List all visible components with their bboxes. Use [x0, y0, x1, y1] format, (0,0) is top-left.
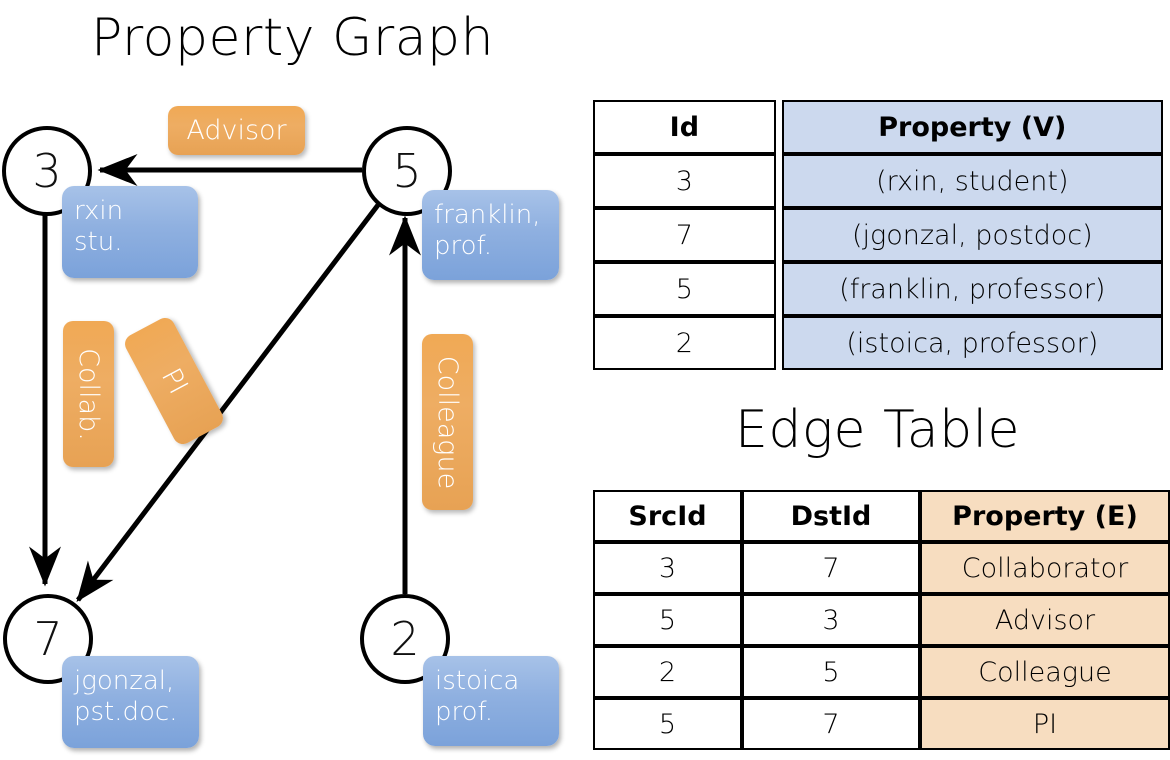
column-gap	[775, 208, 782, 262]
column-gap	[775, 100, 782, 154]
node-5-label: 5	[392, 144, 422, 198]
table-row: 5 7 PI	[593, 698, 1170, 750]
vertex-property-cell: (rxin, student)	[781, 154, 1163, 208]
table-row: 2 5 Colleague	[593, 646, 1170, 698]
edge-property-cell: Advisor	[920, 594, 1170, 646]
edge-dst-cell: 3	[742, 594, 920, 646]
vertex-property-box-franklin: franklin, prof.	[422, 190, 559, 280]
edge-label-advisor-text: Advisor	[186, 115, 287, 146]
vertex-id-cell: 2	[593, 316, 776, 370]
vertex-property-box-jgonzal: jgonzal, pst.doc.	[62, 656, 199, 748]
column-gap	[775, 154, 782, 208]
vertex-property-cell: (franklin, professor)	[781, 262, 1163, 316]
page-title-edge-table: Edge Table	[734, 400, 1021, 460]
edge-property-cell: Collaborator	[920, 542, 1170, 594]
edge-src-cell: 2	[593, 646, 742, 698]
vertex-table-header-property: Property (V)	[781, 100, 1163, 154]
vertex-box-line1: rxin	[74, 196, 124, 226]
edge-table-header-srcid: SrcId	[593, 490, 742, 542]
vertex-table-header-id: Id	[593, 100, 776, 154]
edge-label-pi-text: PI	[154, 363, 194, 399]
vertex-property-cell: (jgonzal, postdoc)	[781, 208, 1163, 262]
vertex-box-line1: istoica	[435, 666, 520, 696]
graph-edges-svg	[29, 154, 421, 602]
edge-table-header-property: Property (E)	[920, 490, 1170, 542]
column-gap	[775, 262, 782, 316]
vertex-id-cell: 7	[593, 208, 776, 262]
edge-src-cell: 5	[593, 594, 742, 646]
edge-label-colleague-text: Colleague	[432, 355, 463, 489]
table-row: 2 (istoica, professor)	[593, 316, 1163, 370]
vertex-property-cell: (istoica, professor)	[781, 316, 1163, 370]
page-title-property-graph: Property Graph	[90, 8, 495, 68]
table-row: 7 (jgonzal, postdoc)	[593, 208, 1163, 262]
vertex-box-line2: prof.	[435, 696, 494, 727]
edge-table: SrcId DstId Property (E) 3 7 Collaborato…	[593, 490, 1170, 750]
table-row: 3 (rxin, student)	[593, 154, 1163, 208]
edge-dst-cell: 7	[742, 542, 920, 594]
node-3-label: 3	[32, 144, 62, 198]
node-7-label: 7	[33, 612, 63, 666]
vertex-box-line1: jgonzal,	[74, 666, 175, 696]
vertex-table-header-row: Id Property (V)	[593, 100, 1163, 154]
edge-5-to-7	[76, 203, 380, 602]
edge-table-panel: Edge Table	[585, 395, 1170, 760]
edge-label-collab-text: Collab.	[73, 347, 104, 441]
vertex-property-box-istoica: istoica prof.	[423, 656, 559, 746]
edge-label-advisor: Advisor	[168, 106, 305, 155]
vertex-id-cell: 3	[593, 154, 776, 208]
edge-dst-cell: 5	[742, 646, 920, 698]
vertex-property-box-rxin: rxin stu.	[62, 186, 198, 278]
edge-table-header-row: SrcId DstId Property (E)	[593, 490, 1170, 542]
vertex-box-line2: prof.	[434, 230, 493, 261]
property-graph-panel: Property Graph 3 5 7 2	[2, 8, 559, 748]
vertex-box-line2: stu.	[74, 226, 123, 257]
node-2[interactable]: 2	[360, 594, 450, 684]
table-row: 3 7 Collaborator	[593, 542, 1170, 594]
column-gap	[775, 316, 782, 370]
edge-table-header-dstid: DstId	[742, 490, 920, 542]
edge-src-cell: 3	[593, 542, 742, 594]
table-row: 5 (franklin, professor)	[593, 262, 1163, 316]
edge-label-collab: Collab.	[63, 321, 114, 467]
vertex-box-line2: pst.doc.	[74, 696, 178, 727]
edge-property-cell: Colleague	[920, 646, 1170, 698]
edge-label-colleague: Colleague	[422, 334, 473, 510]
edge-dst-cell: 7	[742, 698, 920, 750]
vertex-box-line1: franklin,	[434, 200, 541, 230]
edge-property-cell: PI	[920, 698, 1170, 750]
edge-src-cell: 5	[593, 698, 742, 750]
vertex-id-cell: 5	[593, 262, 776, 316]
node-2-label: 2	[390, 612, 420, 666]
node-5[interactable]: 5	[362, 126, 452, 216]
table-row: 5 3 Advisor	[593, 594, 1170, 646]
vertex-table: Id Property (V) 3 (rxin, student) 7 (jgo…	[593, 100, 1163, 370]
